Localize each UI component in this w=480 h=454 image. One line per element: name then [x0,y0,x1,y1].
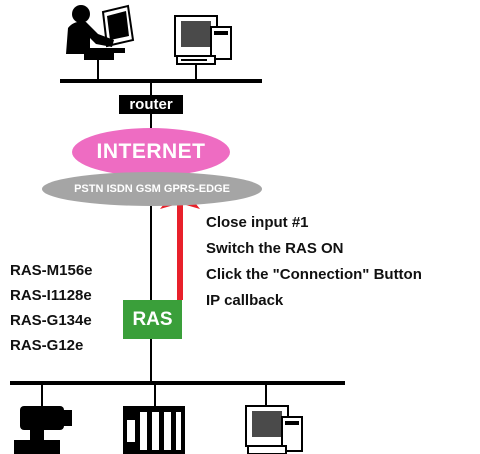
instruction-step: Close input #1 [206,214,309,231]
security-camera-icon [14,406,72,454]
router-label: router [119,95,183,114]
access-networks-ellipse: PSTN ISDN GSM GPRS-EDGE [42,172,262,206]
internet-cloud: INTERNET [72,128,230,176]
ras-model-label: RAS-I1128e [10,287,92,304]
instruction-step: IP callback [206,292,284,309]
ras-model-label: RAS-G12e [10,337,84,354]
desktop-computer-icon [245,405,303,454]
desktop-computer-icon [174,15,232,65]
instruction-step: Click the "Connection" Button [206,266,422,283]
plc-controller-icon [123,406,185,454]
person-at-computer-icon [66,4,135,60]
ras-model-label: RAS-G134e [10,312,92,329]
ras-model-label: RAS-M156e [10,262,93,279]
ras-device-box: RAS [123,300,182,339]
instruction-step: Switch the RAS ON [206,240,344,257]
